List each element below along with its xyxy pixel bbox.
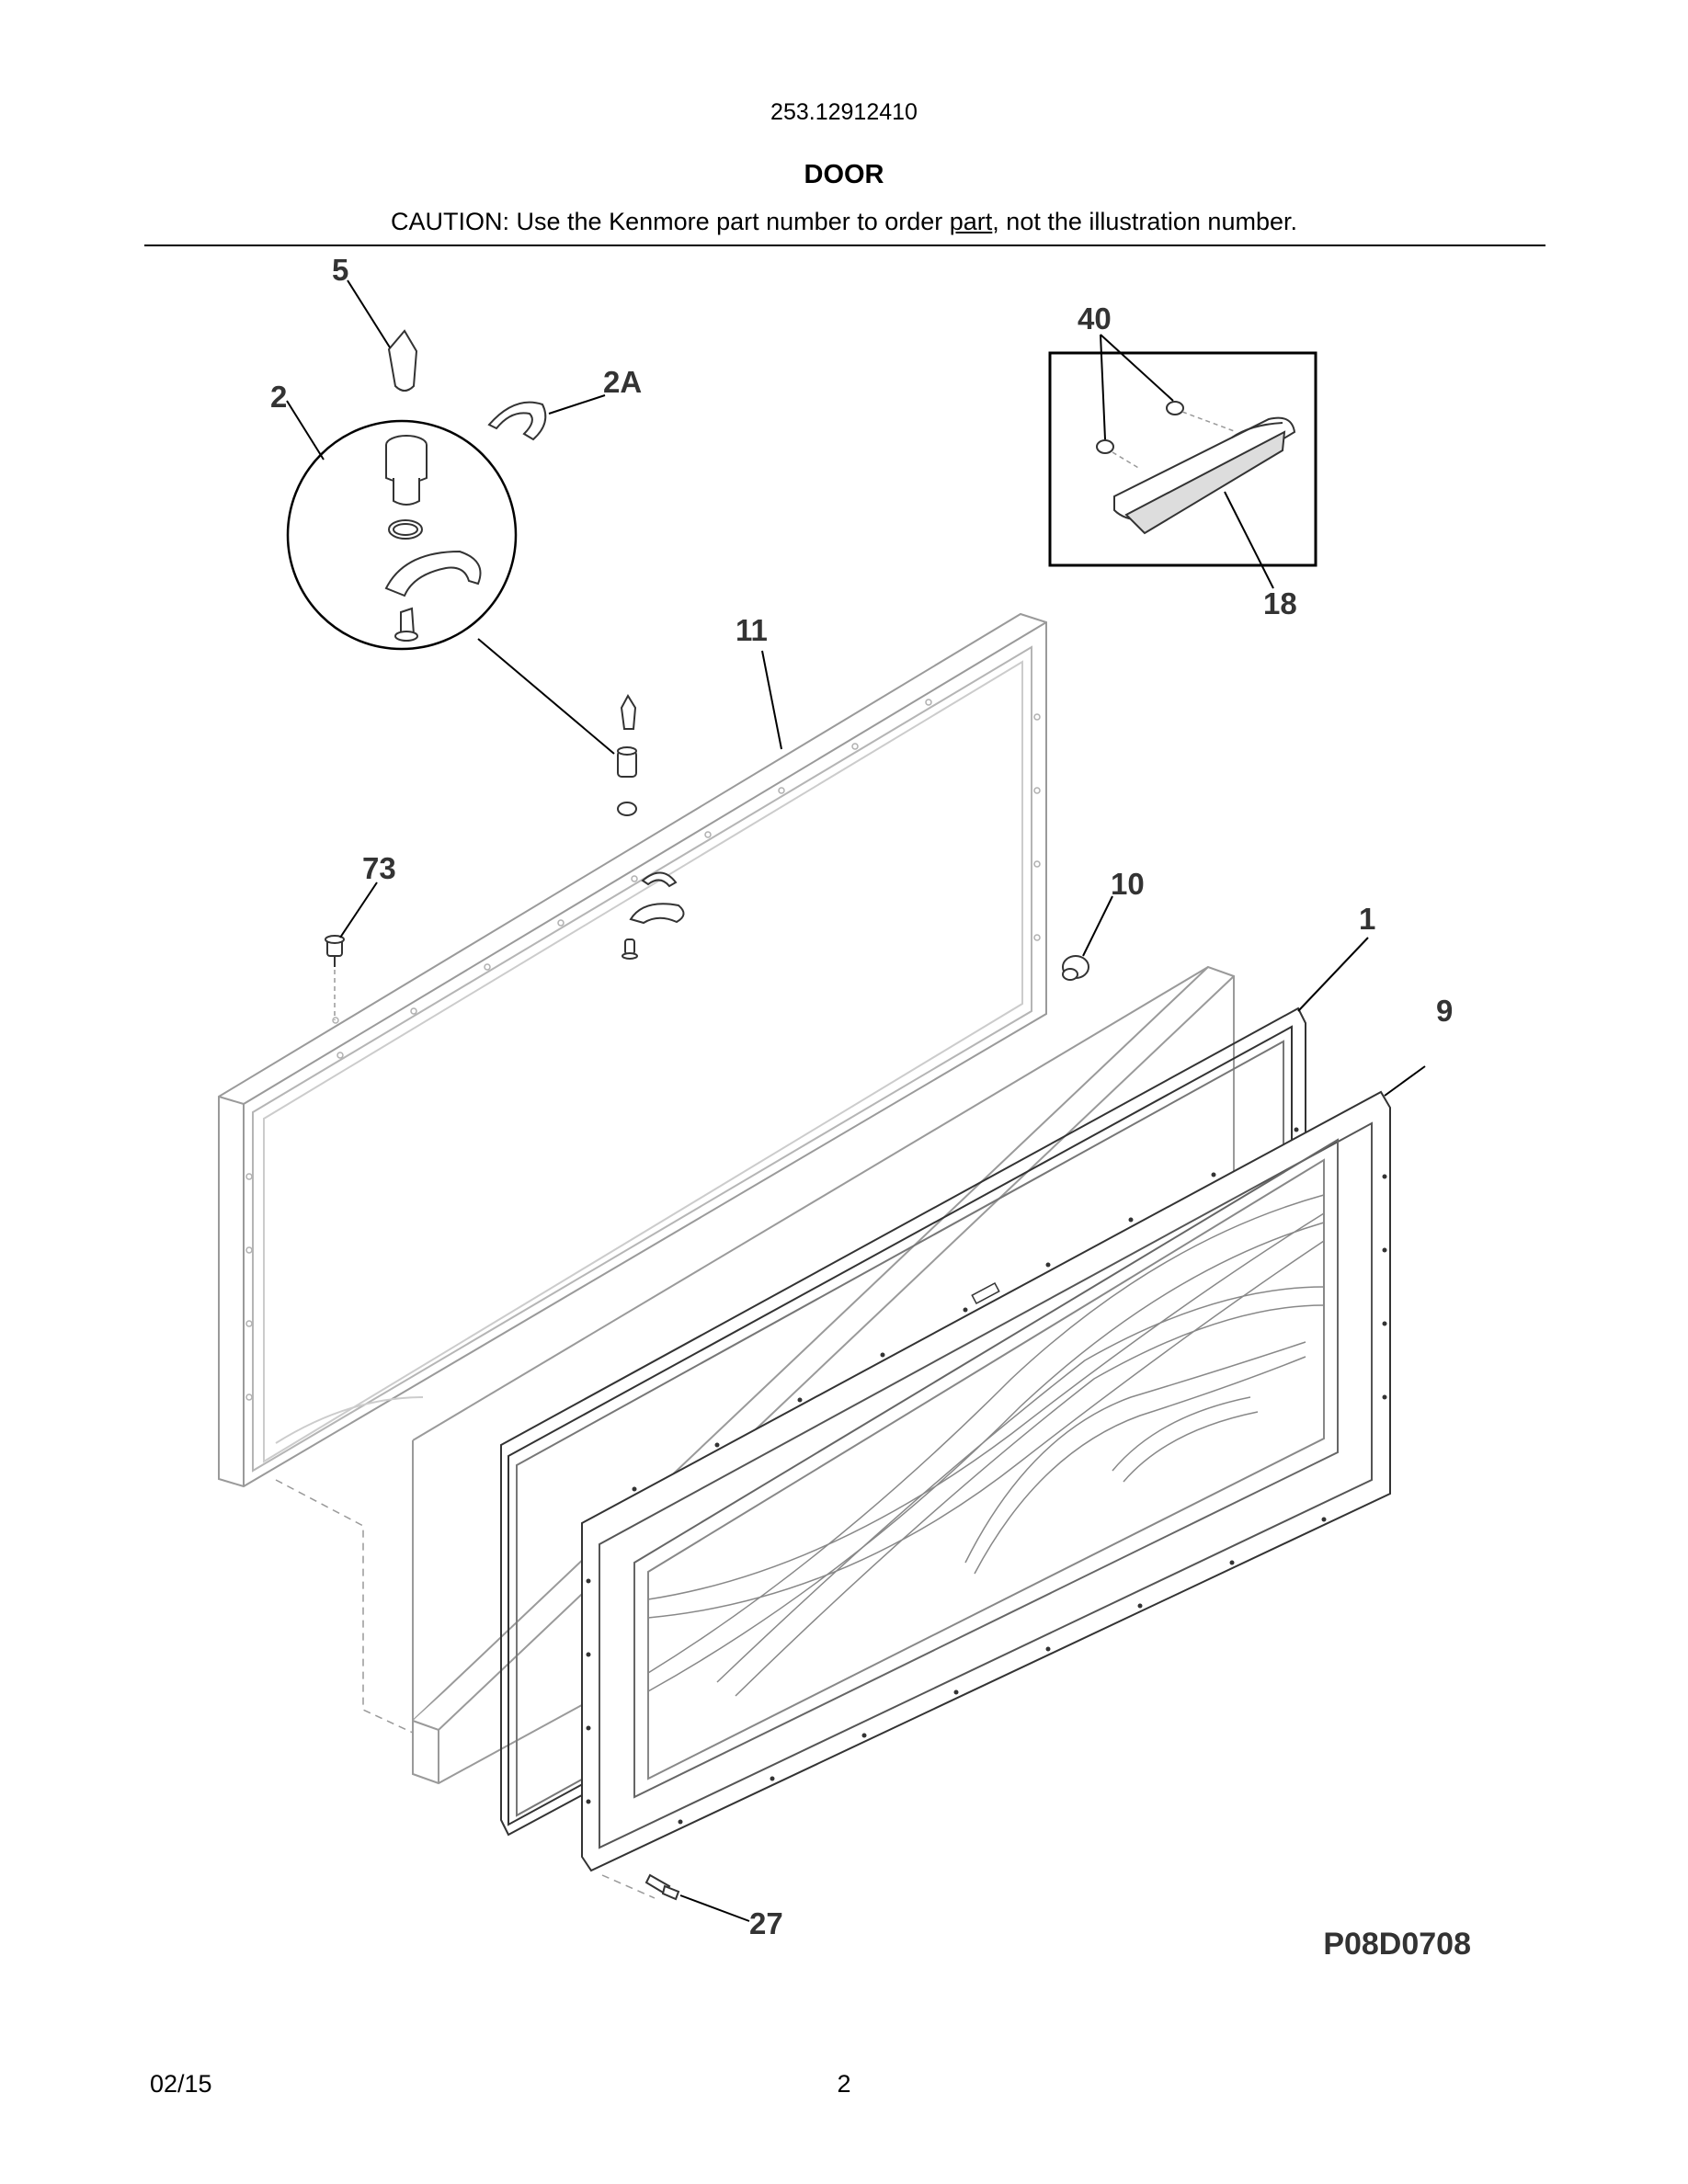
caution-prefix: CAUTION: Use the Kenmore part number to … [391, 208, 950, 235]
leader-11 [761, 650, 782, 750]
callout-27: 27 [749, 1906, 783, 1940]
part-27-screw [644, 1873, 680, 1901]
header-rule [144, 245, 1545, 246]
callout-18: 18 [1263, 586, 1297, 620]
part-40-screws [1096, 401, 1184, 454]
leader-detail-to-panel [477, 638, 615, 755]
part-73-plug [325, 935, 345, 967]
footer-page-number: 2 [837, 2070, 851, 2098]
part-10-bumper [1062, 955, 1089, 981]
part-18-handle [1113, 416, 1296, 535]
callout-40: 40 [1078, 301, 1112, 336]
leader-9 [1384, 1065, 1426, 1097]
caution-note: CAUTION: Use the Kenmore part number to … [0, 208, 1688, 236]
leader-73 [339, 882, 378, 938]
leader-1 [1297, 937, 1369, 1012]
footer-date: 02/15 [150, 2070, 212, 2098]
part-9-liner-contours [647, 1194, 1325, 1697]
part-9-handle-slot [971, 1281, 1000, 1305]
part-40-dashed-paths [1112, 411, 1237, 470]
caution-underlined-word: part [949, 208, 993, 235]
callout-10: 10 [1111, 867, 1145, 901]
drawing-id: P08D0708 [1323, 1927, 1471, 1962]
part-2a-clip [487, 401, 547, 441]
section-title: DOOR [804, 160, 884, 189]
callout-11: 11 [736, 613, 768, 647]
part-2-hinge-detail-circle [286, 419, 518, 651]
part-5-hinge-pin [387, 329, 418, 392]
part-11-outer-panel [218, 612, 1047, 1488]
model-number: 253.12912410 [770, 99, 918, 125]
caution-suffix: , not the illustration number. [992, 208, 1297, 235]
leader-18 [1224, 491, 1274, 589]
assembly-guide-lines [275, 1479, 656, 1899]
part-9-inner-liner [581, 1090, 1391, 1872]
callout-2: 2 [270, 380, 287, 414]
callout-1: 1 [1359, 902, 1375, 936]
leader-2a [548, 394, 606, 415]
leader-10 [1082, 895, 1113, 957]
part-9-edge-screws [586, 1127, 1387, 1825]
leader-5 [347, 279, 391, 348]
callout-9: 9 [1436, 994, 1453, 1028]
leader-27 [679, 1894, 750, 1922]
callout-73: 73 [362, 851, 396, 885]
hinge-assembly-on-panel [617, 693, 685, 960]
callout-2a: 2A [603, 365, 642, 399]
part-11-screw-holes [245, 699, 1041, 1401]
callout-5: 5 [332, 253, 348, 287]
handle-inset-box [1048, 351, 1317, 567]
leader-40 [1100, 334, 1174, 440]
leader-2 [286, 400, 325, 461]
